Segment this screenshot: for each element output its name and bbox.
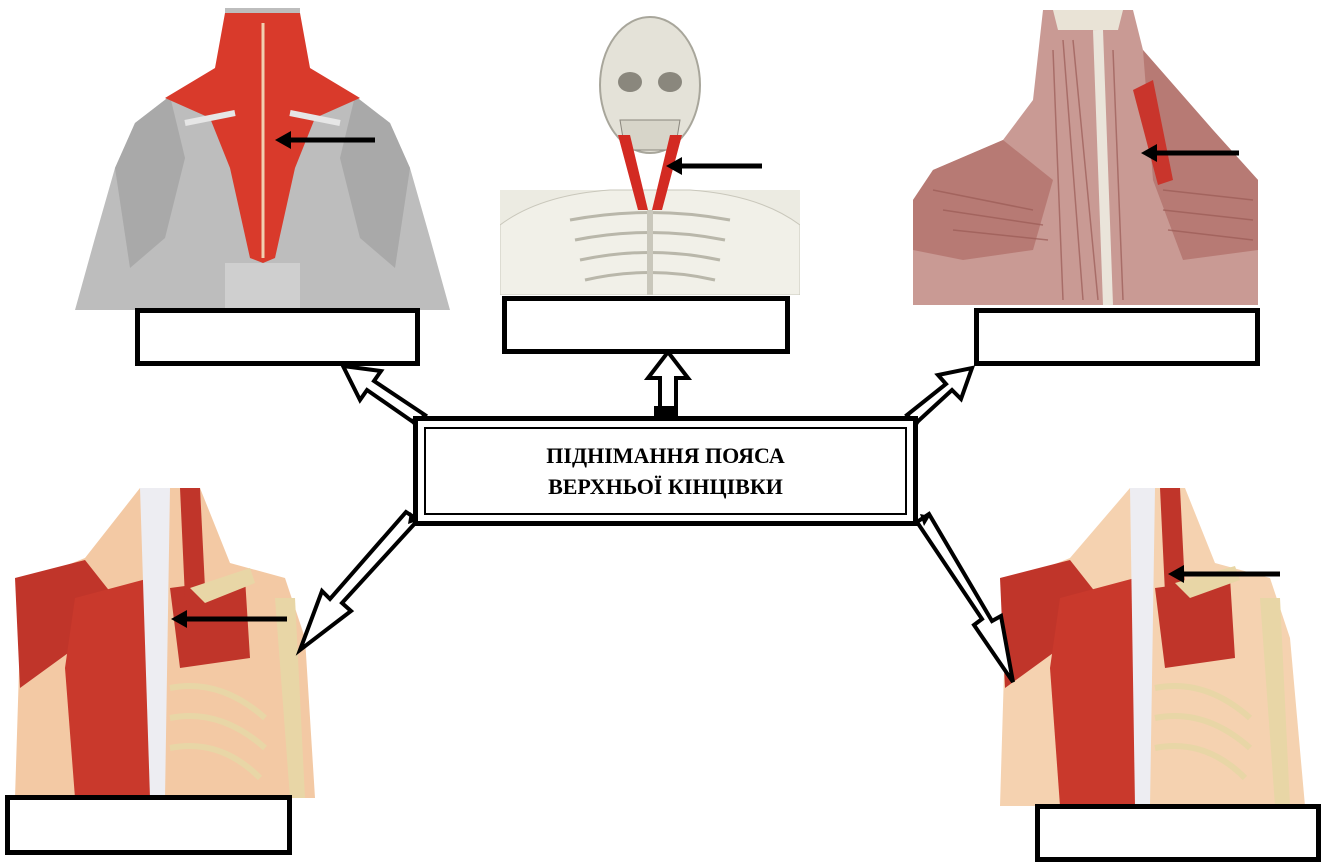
center-topic-box: ПІДНІМАННЯ ПОЯСА ВЕРХНЬОЇ КІНЦІВКИ <box>413 416 918 526</box>
arrow-to-box-4 <box>300 512 418 650</box>
center-topic-inner-frame: ПІДНІМАННЯ ПОЯСА ВЕРХНЬОЇ КІНЦІВКИ <box>424 427 907 515</box>
answer-box-4[interactable] <box>5 795 292 855</box>
answer-box-5[interactable] <box>1035 804 1321 862</box>
center-topic-line-2: ВЕРХНЬОЇ КІНЦІВКИ <box>548 471 783 502</box>
arrow-to-box-5 <box>917 514 1013 682</box>
answer-box-1[interactable] <box>135 308 420 366</box>
center-topic-line-1: ПІДНІМАННЯ ПОЯСА <box>546 440 784 471</box>
answer-box-2[interactable] <box>502 296 790 354</box>
answer-box-3[interactable] <box>974 308 1260 366</box>
